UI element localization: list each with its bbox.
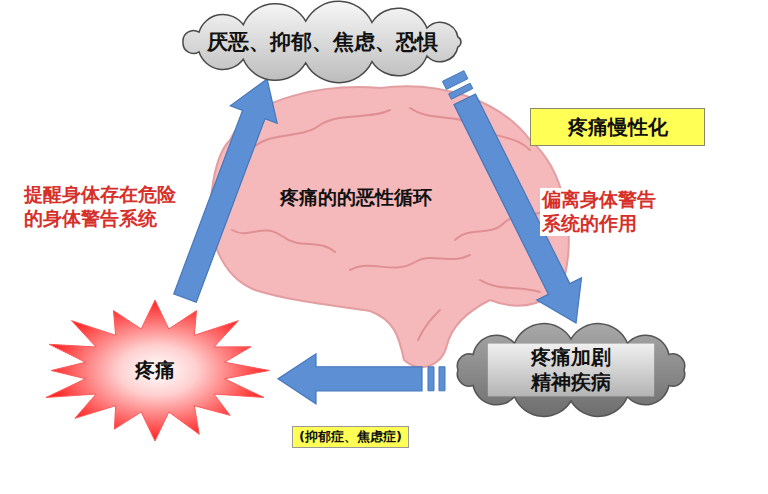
arrow-dash xyxy=(439,367,445,391)
edge-label: (抑郁症、焦虑症) xyxy=(292,426,409,448)
brain-fold xyxy=(480,280,540,292)
node-text: 疼痛慢性化 xyxy=(568,115,668,140)
node-text: 疼痛 xyxy=(135,358,175,383)
block-arrow xyxy=(278,354,445,404)
node-text: 疼痛加剧 精神疾病 xyxy=(525,345,617,395)
brain-fold xyxy=(350,255,470,270)
center-label: 疼痛的的恶性循环 xyxy=(280,186,432,210)
node-text: 厌恶、抑郁、焦虑、恐惧 xyxy=(207,29,438,55)
thought-cloud: 疼痛加剧 精神疾病 xyxy=(445,326,697,414)
pain-burst: 疼痛 xyxy=(35,298,275,443)
highlight-box: 疼痛慢性化 xyxy=(530,108,705,146)
arrow-dash xyxy=(428,367,434,391)
cloud-inner-panel xyxy=(488,344,654,397)
thought-cloud: 厌恶、抑郁、焦虑、恐惧 xyxy=(170,8,475,76)
starburst-shape xyxy=(46,300,269,441)
cloud-shape xyxy=(182,1,460,82)
arrow-body xyxy=(174,79,277,302)
edge-label: 提醒身体存在危险 的身体警告系统 xyxy=(22,183,188,231)
brain-fold xyxy=(232,230,335,252)
arrow-body xyxy=(278,354,422,404)
block-arrow xyxy=(174,79,277,302)
edge-label: 偏离身体警告 系统的作用 xyxy=(540,188,670,236)
cloud-shape xyxy=(457,324,684,417)
brain-fold xyxy=(418,310,440,340)
